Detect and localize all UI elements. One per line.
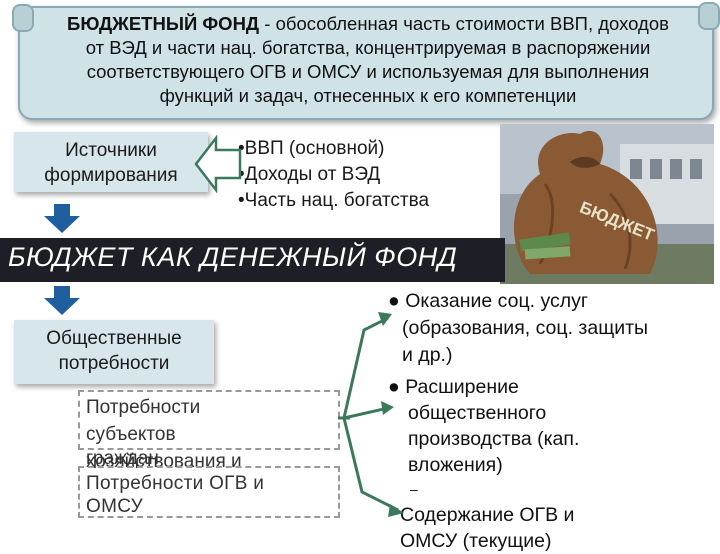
subjects-needs-text: Потребности субъектов хозяйствования и г… (86, 394, 242, 472)
down-arrow-icon (44, 204, 80, 233)
subjects-needs-line-1: Потребности (86, 397, 201, 418)
definition-term: БЮДЖЕТНЫЙ ФОНД (67, 13, 260, 34)
use-item-2-line-3: производства (кап. (408, 428, 580, 450)
subjects-needs-frame (78, 390, 340, 450)
sources-box-line-2: формирования (44, 165, 178, 186)
needs-box: Общественные потребности (14, 320, 214, 384)
arrowhead-icon (378, 312, 392, 326)
source-item: •Доходы от ВЭД (238, 164, 381, 185)
use-item-2-line-4: вложения) (408, 454, 503, 476)
sources-list: •ВВП (основной) •Доходы от ВЭД •Часть на… (238, 136, 429, 214)
definition-line-2: от ВЭД и части нац. богатства, концентри… (85, 37, 651, 58)
money-sack-icon: БЮДЖЕТ (500, 124, 714, 284)
government-needs-line-1: Потребности ОГВ и (86, 473, 265, 494)
use-item-3-line-1: Содержание ОГВ и (400, 504, 575, 526)
government-needs-line-2: ОМСУ (86, 496, 143, 517)
use-item-3-line-2: ОМСУ (текущие) (400, 530, 552, 552)
use-item-3-dash: – (410, 481, 418, 497)
source-item: •ВВП (основной) (238, 138, 385, 159)
needs-box-line-2: потребности (58, 353, 170, 374)
government-needs-frame (78, 466, 340, 518)
subjects-needs-line-2: субъектов (86, 424, 176, 445)
banner-title: БЮДЖЕТ КАК ДЕНЕЖНЫЙ ФОНД (8, 242, 458, 272)
definition-text: БЮДЖЕТНЫЙ ФОНД - обособленная часть стои… (36, 12, 700, 108)
fan-arrow-line (342, 417, 399, 512)
government-needs-text: Потребности ОГВ и ОМСУ (86, 470, 264, 520)
fan-arrow-line (342, 316, 389, 419)
use-item-1-line-3: и др.) (402, 344, 453, 366)
down-arrow-icon (44, 286, 80, 315)
use-item-2-line-2: общественного (408, 402, 547, 424)
needs-box-line-1: Общественные (46, 328, 182, 349)
definition-line-4: функций и задач, отнесенных к его компет… (159, 85, 577, 106)
use-item-1-line-2: (образования, соц. защиты (402, 317, 649, 339)
source-item: •Часть нац. богатства (238, 190, 430, 211)
definition-line-1: БЮДЖЕТНЫЙ ФОНД - обособленная часть стои… (36, 12, 700, 36)
subjects-needs-line-4: граждан (86, 448, 159, 469)
definition-line-3: соответствующего ОГВ и ОМСУ и используем… (86, 61, 650, 82)
banner-bar (0, 238, 505, 282)
use-item-2-line-1: ● Расширение (388, 376, 519, 398)
arrowhead-icon (381, 401, 394, 415)
scroll-curl-right (698, 2, 720, 30)
sources-box-line-1: Источники (65, 140, 157, 161)
definition-scroll (12, 2, 720, 120)
sources-box: Источники формирования (14, 132, 208, 192)
use-item-1-line-1: ● Оказание соц. услуг (388, 290, 588, 312)
definition-line-1-rest: - обособленная часть стоимости ВВП, дохо… (259, 13, 669, 34)
fan-arrow-line (343, 406, 389, 420)
scroll-curl-left (12, 4, 34, 32)
